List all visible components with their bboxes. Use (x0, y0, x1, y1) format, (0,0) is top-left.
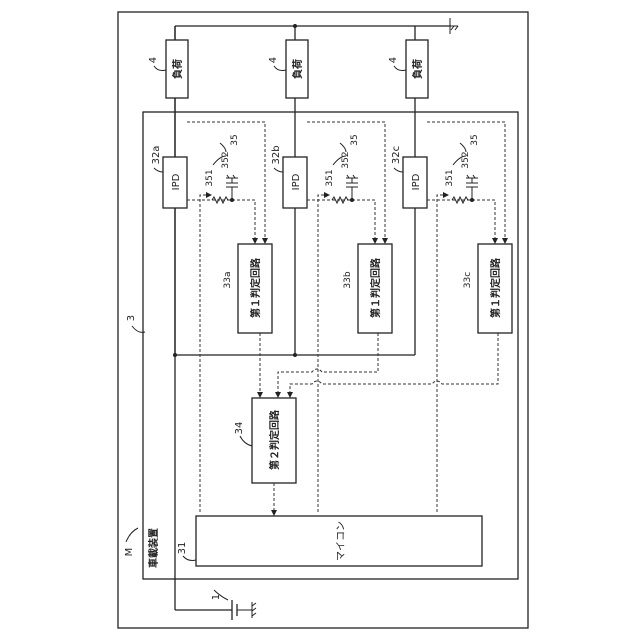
diagram-label: 32a (151, 146, 162, 165)
judge2-ref-label: 34 (234, 422, 245, 435)
diagram-label: 32b (271, 145, 282, 164)
device-ref-label: 3 (126, 315, 137, 321)
diagram-label: 35 (350, 134, 360, 145)
micon-label: マイコン (336, 521, 347, 561)
diagram-label: 33c (463, 272, 473, 288)
diagram-label: 4 (148, 57, 159, 63)
diagram-label: 33a (223, 272, 233, 289)
diagram-label: IPD (291, 173, 302, 190)
diagram-label: 負荷 (411, 59, 424, 79)
diagram-label: 351 (205, 169, 215, 186)
diagram-label: 4 (268, 57, 279, 63)
diagram-label: 351 (325, 169, 335, 186)
diagram-label: 35 (470, 134, 480, 145)
diagram-label: 352 (341, 151, 351, 168)
battery-ref-label: 1 (211, 594, 222, 600)
ground-symbol-top (450, 18, 458, 34)
diagram-label: 352 (461, 151, 471, 168)
diagram-label: IPD (411, 173, 422, 190)
diagram-label: 負荷 (291, 59, 304, 79)
judge2-label: 第２判定回路 (268, 409, 281, 470)
diagram-label: IPD (171, 173, 182, 190)
system-m-label: M (124, 548, 135, 557)
diagram-label: 第１判定回路 (369, 257, 382, 318)
micon-ref-label: 31 (177, 542, 188, 555)
diagram-label: 第１判定回路 (249, 257, 262, 318)
channel-b: 負荷 4 IPD 32b 351 352 35 第１判定回路 33b (268, 26, 392, 355)
diagram-label: 第１判定回路 (489, 257, 502, 318)
diagram-label: 33b (343, 271, 353, 288)
diagram-label: 352 (221, 151, 231, 168)
channel-c: 負荷 4 IPD 32c 351 352 35 第１判定回路 33c (388, 26, 512, 355)
device-name-label: 車載装置 (147, 528, 160, 568)
diagram-label: 32c (391, 146, 402, 164)
diagram-label: 351 (445, 169, 455, 186)
battery-symbol (232, 600, 256, 620)
diagram-label: 負荷 (171, 59, 184, 79)
diagram-label: 4 (388, 57, 399, 63)
diagram-label: 35 (230, 134, 240, 145)
channel-a: 負荷 4 IPD 32a 351 352 35 第１判定回路 33a (148, 26, 272, 355)
